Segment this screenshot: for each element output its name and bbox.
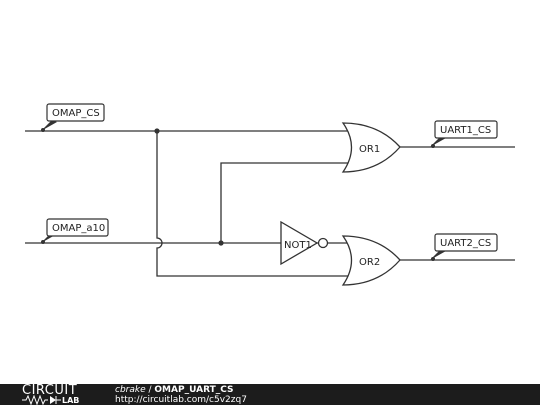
resistor-diode-icon bbox=[22, 395, 61, 405]
net-box-omap-a10 bbox=[46, 218, 109, 237]
not1-label: NOT1 bbox=[284, 240, 312, 251]
net-text-uart2-cs: UART2_CS bbox=[440, 238, 491, 249]
author-link[interactable]: cbrake bbox=[115, 385, 146, 395]
circuit-title: OMAP_UART_CS bbox=[154, 385, 234, 395]
net-dot-omap-cs bbox=[41, 128, 45, 132]
net-text-omap-a10: OMAP_a10 bbox=[52, 223, 105, 234]
footer-bar: CIRCUIT LAB cbrake / OMAP_UART_CS http:/… bbox=[0, 384, 540, 405]
net-flag-omap-cs bbox=[41, 120, 57, 131]
or1-gate-body bbox=[341, 122, 401, 173]
junction-dot-a10 bbox=[218, 240, 224, 246]
net-box-uart1-cs bbox=[434, 120, 498, 139]
net-label-omap-a10[interactable]: OMAP_a10 bbox=[41, 218, 109, 244]
net-label-uart1-cs[interactable]: UART1_CS bbox=[430, 120, 498, 148]
net-text-uart1-cs: UART1_CS bbox=[440, 125, 491, 136]
circuitlab-logo[interactable]: CIRCUIT LAB bbox=[22, 383, 94, 405]
logo-text-circuit: CIRCUIT bbox=[22, 383, 78, 398]
net-box-omap-cs bbox=[46, 103, 105, 122]
or2-gate-body bbox=[341, 235, 401, 286]
net-box-uart2-cs bbox=[434, 233, 498, 252]
net-label-omap-cs[interactable]: OMAP_CS bbox=[41, 103, 105, 132]
net-dot-uart2-cs bbox=[431, 257, 435, 261]
logo-text-lab: LAB bbox=[62, 396, 80, 405]
net-flag-uart1-cs bbox=[430, 136, 446, 147]
or1-gate[interactable]: OR1 bbox=[341, 122, 401, 173]
wire-a10-to-or1 bbox=[220, 162, 350, 243]
net-dot-uart1-cs bbox=[431, 144, 435, 148]
net-dot-omap-a10 bbox=[41, 240, 45, 244]
credit-separator: / bbox=[145, 385, 155, 395]
net-text-omap-cs: OMAP_CS bbox=[52, 108, 100, 119]
not1-gate[interactable]: NOT1 bbox=[280, 220, 329, 266]
credit-line: cbrake / OMAP_UART_CS bbox=[115, 385, 234, 395]
not1-triangle bbox=[280, 220, 319, 266]
or2-gate[interactable]: OR2 bbox=[341, 235, 401, 286]
wires bbox=[25, 130, 515, 277]
junction-dot-cs bbox=[154, 128, 160, 134]
net-label-uart2-cs[interactable]: UART2_CS bbox=[430, 233, 498, 261]
logo-bottom-row: LAB bbox=[22, 395, 94, 405]
schematic-canvas: OR1 OR2 NOT1 OMAP_CS OMAP_a10 UART1_CS U… bbox=[25, 103, 515, 286]
net-flag-uart2-cs bbox=[430, 249, 446, 260]
circuit-url-link[interactable]: http://circuitlab.com/c5v2zq7 bbox=[115, 395, 247, 405]
or1-label: OR1 bbox=[359, 144, 380, 155]
wire-cs-to-or2 bbox=[156, 131, 350, 277]
not1-bubble bbox=[317, 237, 329, 249]
or2-label: OR2 bbox=[359, 257, 380, 268]
